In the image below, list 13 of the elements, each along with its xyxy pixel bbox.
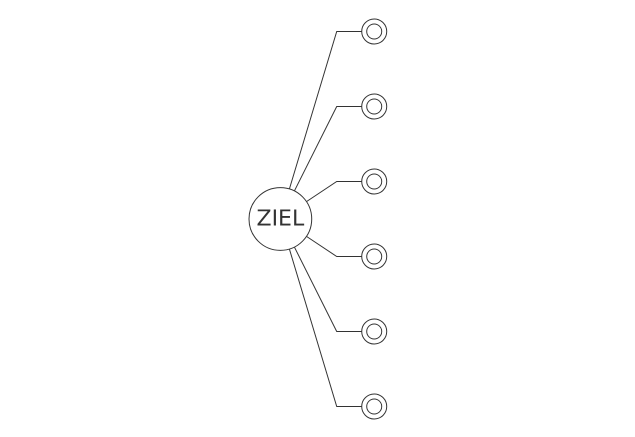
connector	[294, 246, 362, 332]
node-circle	[360, 93, 387, 119]
node-circle: ZIEL	[248, 186, 312, 250]
node-circle	[360, 318, 387, 344]
node-circle	[360, 18, 387, 44]
node-circle	[360, 168, 387, 194]
connector	[306, 235, 362, 256]
connector	[294, 106, 362, 191]
node-circle	[360, 393, 387, 419]
connector	[306, 180, 362, 202]
connector	[288, 30, 362, 189]
node-circle	[360, 243, 387, 269]
connector	[288, 248, 362, 406]
